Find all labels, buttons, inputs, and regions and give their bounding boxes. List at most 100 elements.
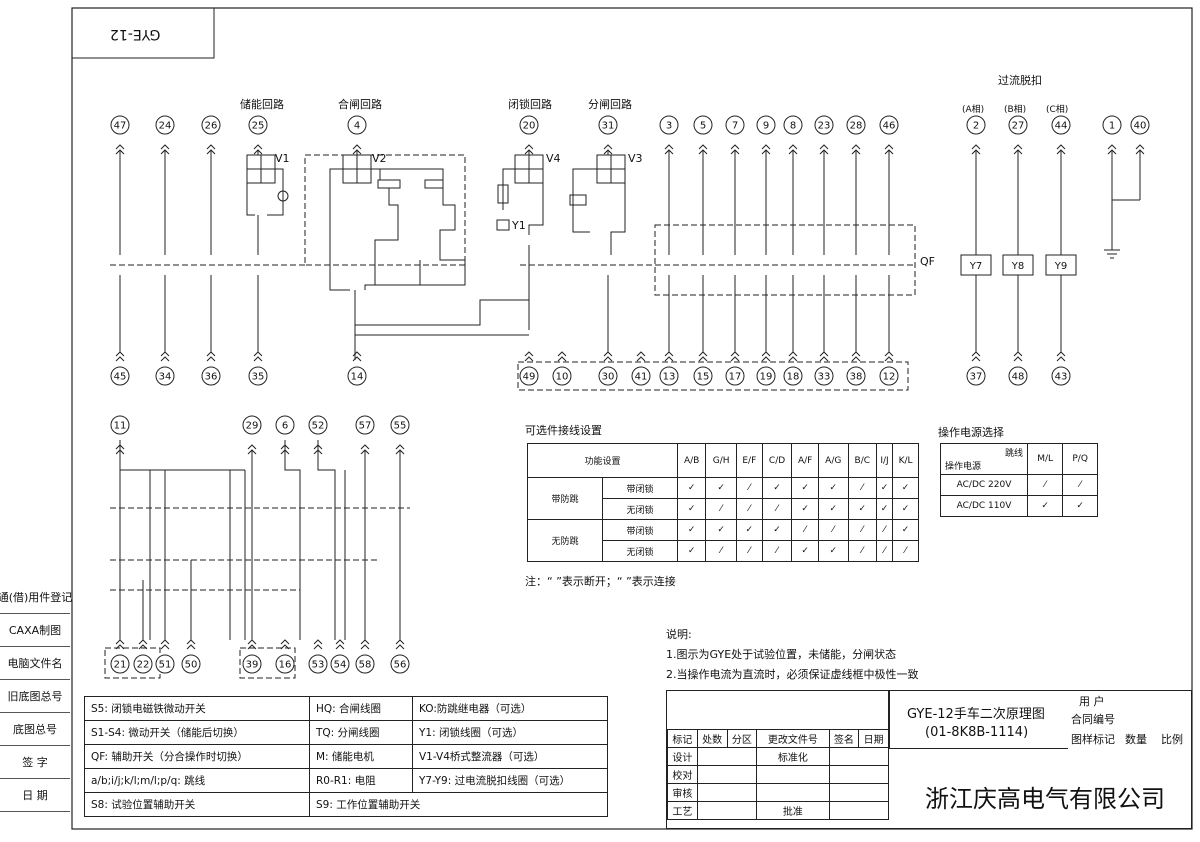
rev-header: 日期 — [858, 729, 889, 748]
revision-grid: 标记 处数 分区 更改文件号 签名 日期 设计标准化 校对 审核 工艺批准 — [667, 691, 889, 820]
row-label: 无闭锁 — [602, 540, 679, 562]
terminal-lower-bottom — [308, 654, 328, 674]
terminal-top — [347, 115, 367, 135]
plug-connector — [761, 351, 771, 357]
legend-cell: QF: 辅助开关（分合操作时切换） — [84, 744, 310, 769]
mark: ⁄ — [875, 540, 894, 562]
plug-connector — [313, 444, 323, 450]
plug-connector — [160, 356, 170, 362]
row-label: 无闭锁 — [602, 498, 679, 520]
plug-connector — [761, 144, 771, 150]
rev-header: 处数 — [696, 729, 728, 748]
plug-connector — [884, 356, 894, 362]
terminal-top-label: 40 — [1134, 121, 1147, 132]
option-col: I/J — [875, 443, 894, 478]
terminal-bottom — [155, 366, 175, 386]
plug-connector — [247, 644, 257, 650]
terminal-lower-top-label: 52 — [312, 421, 325, 432]
plug-connector — [247, 444, 257, 450]
terminal-bottom-label: 10 — [556, 372, 569, 383]
power-corner: 跳线 操作电源 — [940, 443, 1028, 475]
label-y1: Y1 — [512, 219, 526, 232]
strip-base-number: 底图总号 — [0, 712, 70, 746]
note-item: 1.图示为GYE处于试验位置，未储能，分闸状态 — [666, 648, 897, 661]
plug-connector — [851, 351, 861, 357]
title-block: 标记 处数 分区 更改文件号 签名 日期 设计标准化 校对 审核 工艺批准 GY… — [666, 690, 1192, 829]
plug-connector — [253, 356, 263, 362]
plug-connector — [335, 639, 345, 645]
plug-connector — [788, 351, 798, 357]
plug-connector — [360, 639, 370, 645]
power-row-label: AC/DC 220V — [940, 474, 1028, 496]
mark: ✓ — [677, 540, 707, 562]
terminal-lower-bottom — [390, 654, 410, 674]
terminal-lower-bottom-label: 50 — [185, 660, 198, 671]
rev-header: 签名 — [828, 729, 860, 748]
plug-connector — [186, 644, 196, 650]
terminal-bottom — [347, 366, 367, 386]
plug-connector — [1013, 351, 1023, 357]
terminal-top-label: 8 — [790, 121, 796, 132]
strip-filename: 电脑文件名 — [0, 646, 70, 680]
plug-connector — [851, 144, 861, 150]
plug-connector — [603, 356, 613, 362]
terminal-lower-bottom — [155, 654, 175, 674]
strip-caxa: CAXA制图 — [0, 613, 70, 647]
plug-connector — [788, 144, 798, 150]
terminal-bottom-label: 18 — [787, 372, 800, 383]
terminal-bottom — [1051, 366, 1071, 386]
terminal-bottom — [846, 366, 866, 386]
trip-coil — [1002, 254, 1034, 276]
terminal-lower-bottom — [330, 654, 350, 674]
legend-cell: HQ: 合闸线圈 — [309, 696, 413, 721]
terminal-bottom — [659, 366, 679, 386]
terminal-top — [879, 115, 899, 135]
terminal-lower-top — [275, 415, 295, 435]
plug-connector — [664, 356, 674, 362]
notes-title: 说明: — [666, 628, 692, 641]
mark: ✓ — [875, 477, 894, 499]
mark: ⁄ — [847, 477, 878, 499]
label-v3: V3 — [628, 152, 643, 165]
plug-connector — [636, 356, 646, 362]
user-label: 用 户 — [1079, 695, 1105, 708]
plug-connector — [664, 144, 674, 150]
label-v1: V1 — [275, 152, 290, 165]
plug-connector — [1135, 144, 1145, 150]
drawing-title: GYE-12手车二次原理图 — [907, 707, 1045, 722]
mark: ✓ — [705, 477, 737, 499]
terminal-top — [598, 115, 618, 135]
terminal-lower-top — [355, 415, 375, 435]
mark: ✓ — [817, 498, 849, 520]
terminal-lower-bottom-label: 58 — [359, 660, 372, 671]
terminal-bottom — [1008, 366, 1028, 386]
power-col: P/Q — [1062, 443, 1098, 475]
power-row-label: AC/DC 110V — [940, 495, 1028, 517]
power-table-title: 操作电源选择 — [938, 426, 1004, 439]
terminal-top-label: 44 — [1055, 121, 1068, 132]
terminal-top — [110, 115, 130, 135]
terminal-bottom-label: 13 — [663, 372, 676, 383]
role: 设计 — [667, 747, 698, 766]
plug-connector — [884, 144, 894, 150]
mark: ✓ — [817, 540, 849, 562]
rev-header: 分区 — [726, 729, 758, 748]
mark: ✓ — [892, 477, 919, 499]
plug-connector — [819, 356, 829, 362]
terminal-top — [693, 115, 713, 135]
plug-connector — [360, 644, 370, 650]
label-v2: V2 — [372, 152, 387, 165]
terminal-bottom-label: 15 — [697, 372, 710, 383]
mark: ✓ — [817, 477, 849, 499]
plug-connector — [730, 144, 740, 150]
plug-connector — [253, 351, 263, 357]
plug-connector — [206, 356, 216, 362]
option-col: E/F — [735, 443, 763, 478]
trip-coil-label: Y7 — [969, 261, 982, 272]
plug-connector — [360, 444, 370, 450]
terminal-top-label: 7 — [732, 121, 738, 132]
plug-connector — [335, 644, 345, 650]
terminal-top-label: 31 — [602, 121, 615, 132]
